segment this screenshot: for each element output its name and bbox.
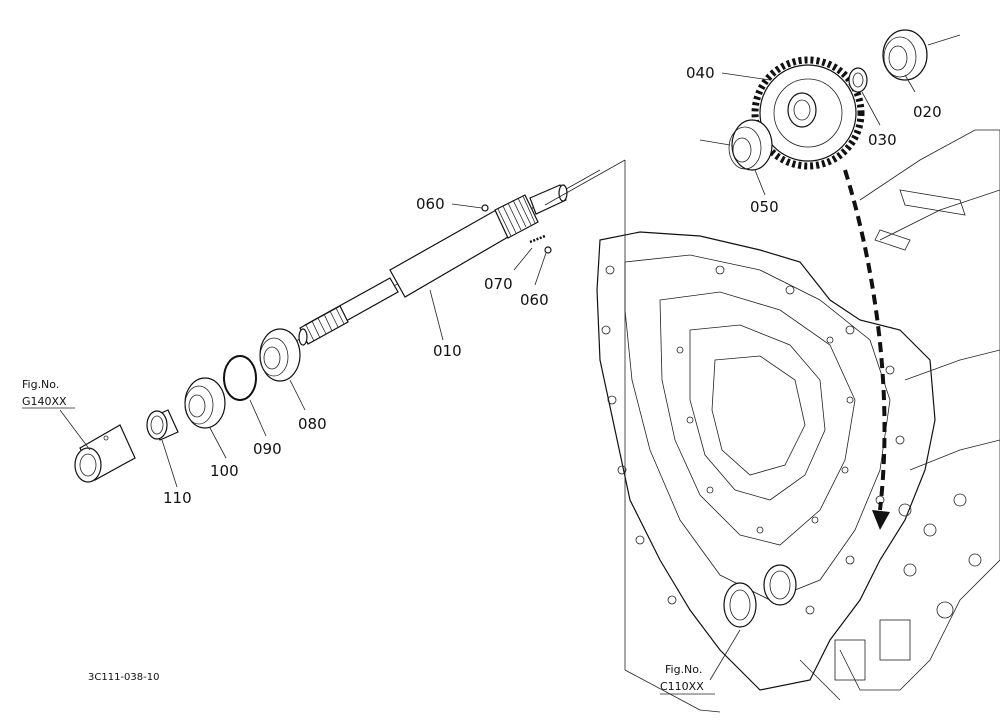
label-010: 010 xyxy=(433,342,462,360)
shaft-spline-teeth xyxy=(497,195,536,237)
label-060-upper: 060 xyxy=(416,195,445,213)
ref-bottom-line2: C110XX xyxy=(660,680,704,693)
coupling-g140xx xyxy=(74,424,136,483)
collar-050 xyxy=(728,119,773,171)
label-100: 100 xyxy=(210,462,239,480)
label-090: 090 xyxy=(253,440,282,458)
snap-ring-090 xyxy=(223,355,257,401)
reference-left: Fig.No. G140XX xyxy=(22,378,75,409)
transmission-housing xyxy=(596,129,1000,691)
label-040: 040 xyxy=(686,64,715,82)
ball-060-lower xyxy=(544,246,552,254)
ball-060-upper xyxy=(481,204,489,212)
ref-bottom-line1: Fig.No. xyxy=(665,663,702,676)
collar-110 xyxy=(146,409,179,441)
assembly-arrow xyxy=(843,169,890,530)
label-060-lower: 060 xyxy=(520,291,549,309)
bearing-080 xyxy=(259,328,301,382)
gear-040 xyxy=(751,56,865,170)
label-020: 020 xyxy=(913,103,942,121)
label-050: 050 xyxy=(750,198,779,216)
ref-left-line2: G140XX xyxy=(22,395,67,408)
label-110: 110 xyxy=(163,489,192,507)
frame-lines xyxy=(544,159,841,713)
label-080: 080 xyxy=(298,415,327,433)
drawing-code: 3C111-038-10 xyxy=(88,672,159,683)
label-030: 030 xyxy=(868,131,897,149)
bearing-100 xyxy=(184,377,226,429)
spring-pin-070 xyxy=(529,234,546,244)
shaft-010 xyxy=(279,169,601,351)
ref-left-line1: Fig.No. xyxy=(22,378,59,391)
label-070: 070 xyxy=(484,275,513,293)
part-labels: 040 020 030 050 060 070 060 010 080 090 … xyxy=(163,64,942,507)
bearing-020 xyxy=(882,29,928,81)
snap-ring-030 xyxy=(848,67,868,93)
reference-bottom: Fig.No. C110XX xyxy=(660,663,715,695)
flange-bolt-holes xyxy=(601,265,905,615)
leader-lines xyxy=(59,72,916,681)
shaft-spline-left xyxy=(299,305,349,345)
